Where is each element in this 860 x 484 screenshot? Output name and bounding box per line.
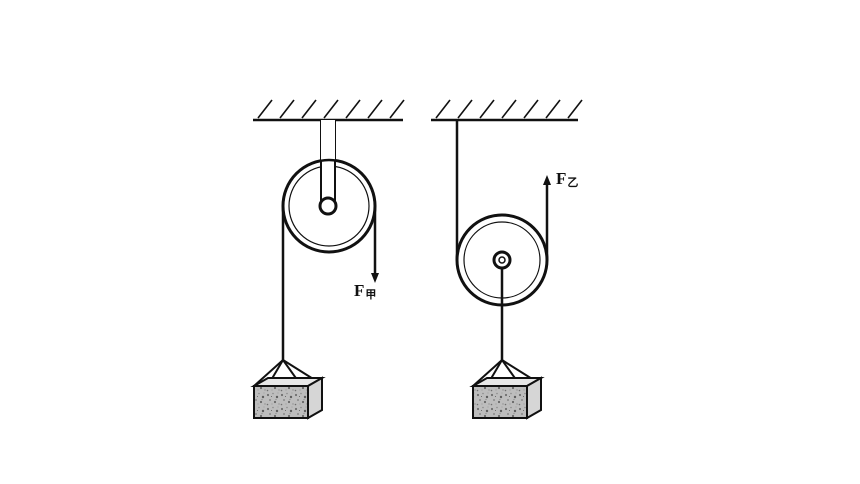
right-ceiling [431,99,583,122]
left-rope [281,158,377,360]
left-force-subscript: 甲 [365,288,377,301]
left-force-label: F甲 [354,282,376,300]
left-weight-block [250,376,326,420]
left-ceiling [253,99,405,122]
right-force-subscript: 乙 [567,176,579,189]
right-rope [455,120,549,261]
left-pulley-wheel [281,120,377,254]
right-force-label: F乙 [556,170,578,188]
left-force-symbol: F [354,281,365,300]
right-force-symbol: F [556,169,567,188]
right-weight-block [469,376,545,420]
